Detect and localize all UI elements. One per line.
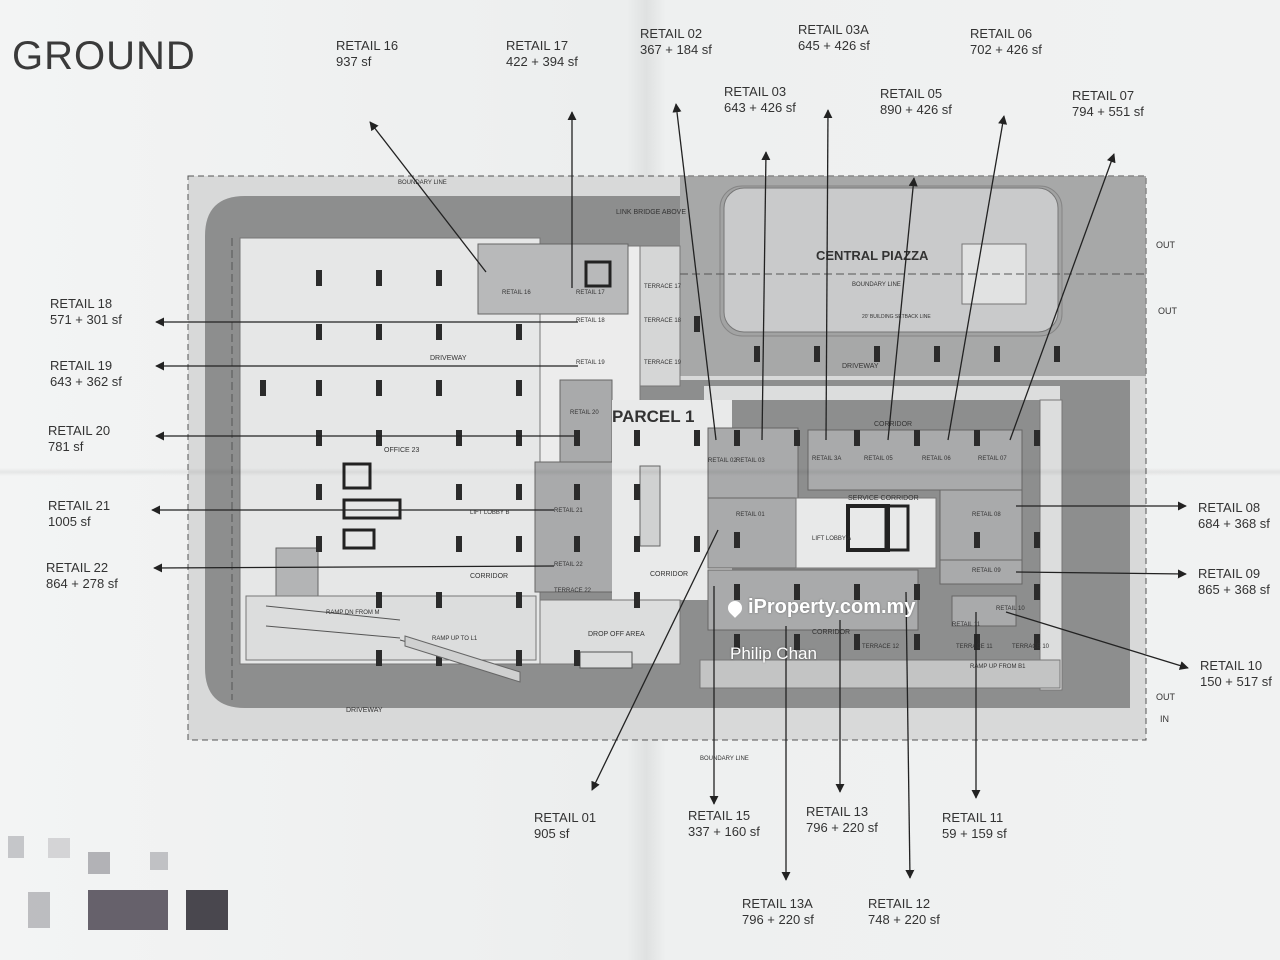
unit-label: TERRACE 18 bbox=[644, 318, 682, 324]
redacted-block bbox=[88, 852, 110, 874]
redacted-block bbox=[28, 892, 50, 928]
ramp-up-b1-label: RAMP UP FROM B1 bbox=[970, 664, 1026, 670]
unit-label: RETAIL 01 bbox=[736, 512, 765, 518]
unit-label: RETAIL 06 bbox=[922, 456, 951, 462]
unit-label: TERRACE 12 bbox=[862, 644, 900, 650]
unit-label: RETAIL 18 bbox=[576, 318, 605, 324]
driveway-label-2: DRIVEWAY bbox=[346, 707, 383, 714]
page-title: GROUND bbox=[12, 34, 196, 78]
corridor-label-2: CORRIDOR bbox=[650, 571, 688, 578]
structural-columns bbox=[260, 270, 1060, 666]
unit-label: RETAIL 03 bbox=[736, 458, 765, 464]
link-bridge-label: LINK BRIDGE ABOVE bbox=[616, 209, 686, 216]
unit-label: RETAIL 17 bbox=[576, 290, 605, 296]
central-piazza-label: CENTRAL PIAZZA bbox=[816, 248, 929, 263]
driveway-label-1: DRIVEWAY bbox=[430, 355, 467, 362]
out-label-3: OUT bbox=[1156, 692, 1176, 702]
setback-line-label: 20' BUILDING SETBACK LINE bbox=[862, 314, 931, 320]
unit-label: TERRACE 17 bbox=[644, 284, 682, 290]
unit-label: RETAIL 19 bbox=[576, 360, 605, 366]
corridor-label-4: CORRIDOR bbox=[812, 629, 850, 636]
unit-label: TERRACE 10 bbox=[1012, 644, 1050, 650]
unit-label: RETAIL 11 bbox=[952, 622, 981, 628]
unit-label: RETAIL 09 bbox=[972, 568, 1001, 574]
redacted-block bbox=[88, 890, 168, 930]
driveway-label-3: DRIVEWAY bbox=[842, 363, 879, 370]
leader-arrows bbox=[151, 103, 1189, 881]
redacted-block bbox=[48, 838, 70, 858]
boundary-line-label-1: BOUNDARY LINE bbox=[398, 180, 447, 186]
service-corridor-label: SERVICE CORRIDOR bbox=[848, 495, 919, 502]
unit-label: TERRACE 22 bbox=[554, 588, 592, 594]
redacted-block bbox=[8, 836, 24, 858]
boundary-line-label-3: BOUNDARY LINE bbox=[852, 282, 901, 288]
unit-label: RETAIL 05 bbox=[864, 456, 893, 462]
in-label: IN bbox=[1160, 714, 1169, 724]
unit-label: TERRACE 19 bbox=[644, 360, 682, 366]
redacted-block bbox=[186, 890, 228, 930]
unit-label: RETAIL 02 bbox=[708, 458, 737, 464]
ramp-up-l1-label: RAMP UP TO L1 bbox=[432, 636, 478, 642]
office-label: OFFICE 23 bbox=[384, 447, 420, 454]
location-pin-icon bbox=[725, 597, 745, 618]
unit-label: RETAIL 22 bbox=[554, 562, 583, 568]
unit-label: RETAIL 16 bbox=[502, 290, 531, 296]
redacted-block bbox=[150, 852, 168, 870]
parcel-label: PARCEL 1 bbox=[612, 407, 695, 426]
watermark-brand: iProperty.com.my bbox=[725, 596, 915, 619]
unit-label: RETAIL 10 bbox=[996, 606, 1025, 612]
corridor-label-3: CORRIDOR bbox=[874, 421, 912, 428]
unit-label: RETAIL 21 bbox=[554, 508, 583, 514]
lift-lobby-b-label: LIFT LOBBY B bbox=[470, 510, 509, 516]
unit-label: RETAIL 08 bbox=[972, 512, 1001, 518]
unit-label: RETAIL 20 bbox=[570, 410, 599, 416]
paper-fold bbox=[0, 468, 1280, 476]
unit-label: RETAIL 3A bbox=[812, 456, 841, 462]
corridor-label-1: CORRIDOR bbox=[470, 573, 508, 580]
lift-lobby-a-label: LIFT LOBBY A bbox=[812, 536, 851, 542]
drop-off-label: DROP OFF AREA bbox=[588, 631, 645, 638]
unit-label: RETAIL 07 bbox=[978, 456, 1007, 462]
unit-label: TERRACE 11 bbox=[956, 644, 993, 650]
ramp-dn-label: RAMP DN FROM M bbox=[326, 610, 380, 616]
out-label-2: OUT bbox=[1158, 306, 1178, 316]
out-label-1: OUT bbox=[1156, 240, 1176, 250]
watermark-agent: Philip Chan bbox=[730, 644, 817, 663]
boundary-line-label-2: BOUNDARY LINE bbox=[700, 756, 749, 762]
